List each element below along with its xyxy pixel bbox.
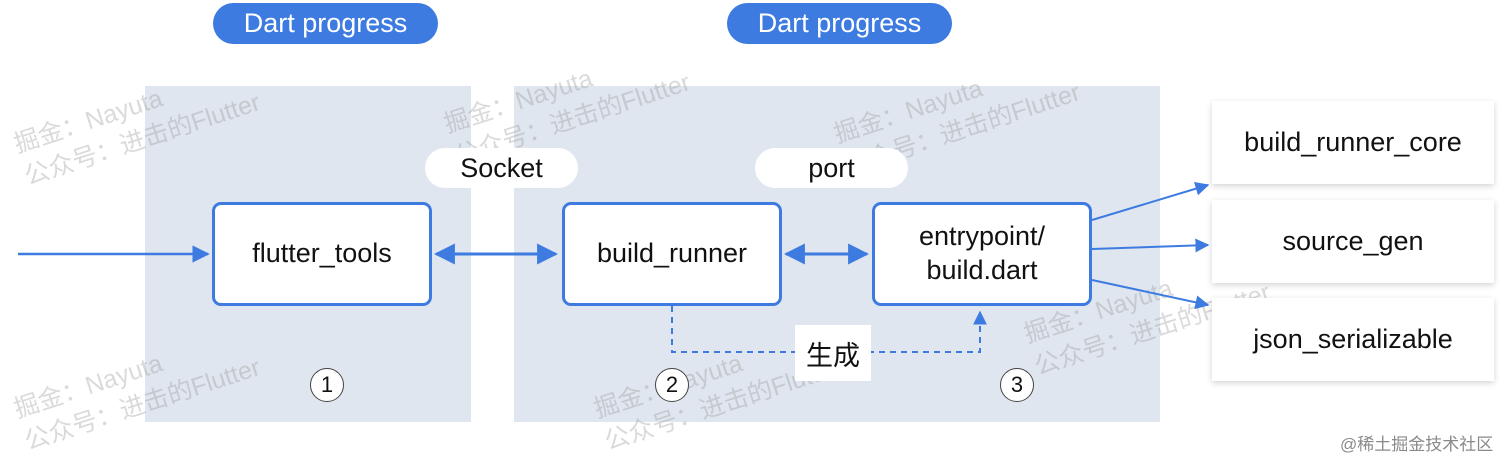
out-arrow-source-gen	[1091, 238, 1210, 253]
entrypoint-line2: build.dart	[926, 255, 1038, 285]
step-number-2: 2	[655, 368, 689, 402]
flutter-tools-node: flutter_tools	[212, 202, 432, 306]
step-number-3: 3	[1000, 368, 1034, 402]
output-json-serializable: json_serializable	[1212, 298, 1494, 381]
entrypoint-node: entrypoint/ build.dart	[872, 202, 1092, 306]
build-runner-node: build_runner	[562, 202, 782, 306]
out-arrow-core	[1091, 181, 1210, 221]
credit-text: @稀土掘金技术社区	[1340, 435, 1494, 454]
output-source-gen: source_gen	[1212, 200, 1494, 283]
generate-label: 生成	[795, 325, 871, 381]
process-pill-right: Dart progress	[727, 3, 952, 44]
output-build-runner-core: build_runner_core	[1212, 101, 1494, 184]
out-arrow-json	[1091, 279, 1210, 310]
process-pill-left: Dart progress	[213, 3, 438, 44]
entrypoint-line1: entrypoint/	[918, 221, 1046, 252]
step-number-1: 1	[310, 368, 344, 402]
socket-label: Socket	[425, 148, 578, 188]
port-label: port	[755, 148, 908, 188]
